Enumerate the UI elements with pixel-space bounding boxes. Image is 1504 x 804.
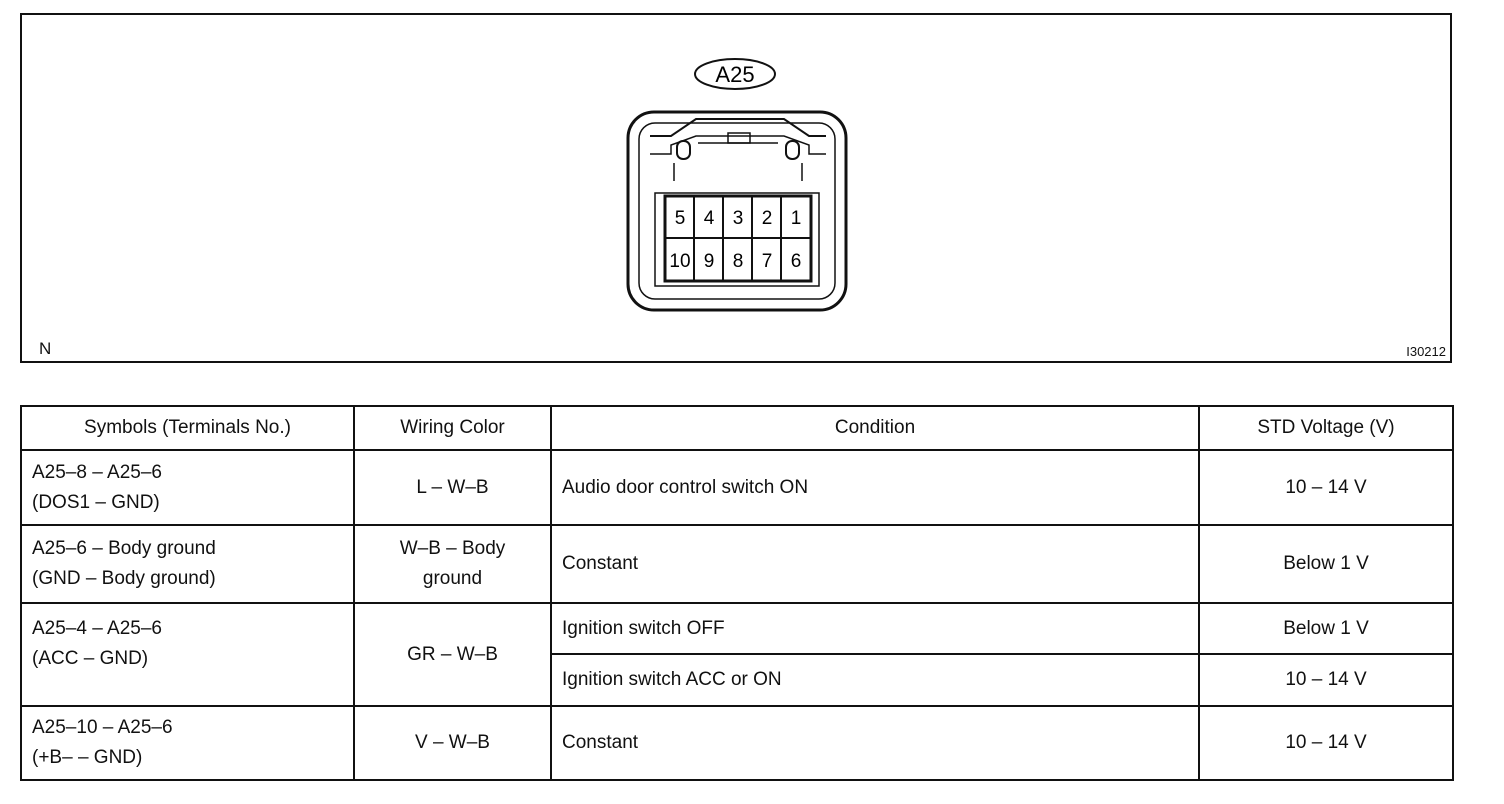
voltage-cell: 10 – 14 V xyxy=(1198,449,1454,526)
wiring-color-cell: W–B – Body ground xyxy=(353,524,552,604)
terminal-number: 5 xyxy=(675,208,686,229)
voltage-spec-table: Symbols (Terminals No.) Wiring Color Con… xyxy=(20,405,1454,781)
connector-latch-outline xyxy=(650,118,826,137)
symbols-cell: A25–4 – A25–6 (ACC – GND) xyxy=(20,602,355,707)
symbols-cell: A25–6 – Body ground (GND – Body ground) xyxy=(20,524,355,604)
terminal-number: 1 xyxy=(791,208,802,229)
condition-cell: Ignition switch OFF xyxy=(550,602,1200,655)
terminal-number: 7 xyxy=(762,251,773,272)
corner-mark: N xyxy=(39,339,52,358)
table-row: Ignition switch ACC or ON 10 – 14 V xyxy=(21,653,1454,707)
header-symbols: Symbols (Terminals No.) xyxy=(20,405,355,451)
terminal-number: 8 xyxy=(733,251,744,272)
symbols-cell: A25–10 – A25–6 (+B– – GND) xyxy=(20,705,355,781)
wiring-color-cell: GR – W–B xyxy=(353,602,552,707)
condition-cell: Audio door control switch ON xyxy=(550,449,1200,526)
terminal-number: 10 xyxy=(669,251,690,272)
condition-cell: Constant xyxy=(550,524,1200,604)
wiring-color-cell: V – W–B xyxy=(353,705,552,781)
voltage-cell: Below 1 V xyxy=(1198,524,1454,604)
figure-id: I30212 xyxy=(1406,344,1446,359)
table-row: A25–6 – Body ground (GND – Body ground) … xyxy=(20,524,1454,604)
connector-diagram: A25 5 4 3 2 1 10 9 8 7 6 xyxy=(20,13,1452,363)
condition-cell: Constant xyxy=(550,705,1200,781)
table-header-row: Symbols (Terminals No.) Wiring Color Con… xyxy=(20,405,1454,451)
header-condition: Condition xyxy=(550,405,1200,451)
terminal-number: 6 xyxy=(791,251,802,272)
left-lock-hole xyxy=(676,140,691,160)
connector-key xyxy=(727,132,751,144)
connector-inner-housing xyxy=(638,122,836,300)
wiring-color-cell: L – W–B xyxy=(353,449,552,526)
terminal-number: 9 xyxy=(704,251,715,272)
connector-label: A25 xyxy=(715,62,754,87)
table-row: A25–10 – A25–6 (+B– – GND) V – W–B Const… xyxy=(20,705,1454,781)
voltage-cell: 10 – 14 V xyxy=(1198,653,1454,707)
condition-cell: Ignition switch ACC or ON xyxy=(550,653,1200,707)
header-std-voltage: STD Voltage (V) xyxy=(1198,405,1454,451)
connector-label-oval xyxy=(694,58,776,90)
table-row: A25–8 – A25–6 (DOS1 – GND) L – W–B Audio… xyxy=(20,449,1454,526)
terminal-number: 4 xyxy=(704,208,715,229)
connector-drawing: A25 5 4 3 2 1 10 9 8 7 6 xyxy=(626,58,848,312)
voltage-cell: 10 – 14 V xyxy=(1198,705,1454,781)
right-lock-hole xyxy=(785,140,800,160)
voltage-cell: Below 1 V xyxy=(1198,602,1454,655)
terminal-number: 2 xyxy=(762,208,773,229)
symbols-cell: A25–8 – A25–6 (DOS1 – GND) xyxy=(20,449,355,526)
connector-latch-inner xyxy=(650,135,826,155)
terminal-number: 3 xyxy=(733,208,744,229)
header-wiring-color: Wiring Color xyxy=(353,405,552,451)
table-row: A25–4 – A25–6 (ACC – GND) GR – W–B Ignit… xyxy=(20,602,1454,707)
connector-outer-housing xyxy=(626,110,848,312)
terminal-block-frame xyxy=(654,192,820,287)
